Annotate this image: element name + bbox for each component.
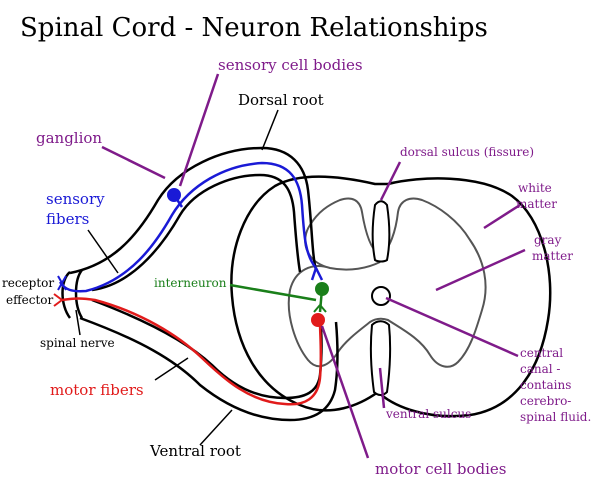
label-motor-fibers: motor fibers [50,381,144,399]
interneuron-axon [318,288,324,313]
leader-white-matter [483,203,521,230]
dorsal-sulcus [371,200,391,263]
motor-fiber [61,297,323,406]
label-dorsal-sulcus: dorsal sulcus (fissure) [400,145,534,159]
leader-ventral-sulcus [378,367,386,409]
label-sensory-fibers-line1: sensory [46,190,105,208]
dorsal-root [69,146,318,292]
label-dorsal-root: Dorsal root [238,91,324,109]
leader-ventral-root [199,409,233,446]
diagram-title: Spinal Cord - Neuron Relationships [20,13,488,43]
leader-dorsal-sulcus [379,161,402,201]
leader-sensory-fibers [87,229,119,274]
sensory-cell-stalk [172,194,184,208]
label-white-matter-line1: white [518,181,552,195]
label-sensory-fibers-line2: fibers [46,210,89,228]
label-effector: effector [6,293,53,307]
sensory-fiber-tip [310,267,324,281]
label-central-canal-line4: cerebro- [520,394,571,408]
central-canal [371,286,391,306]
motor-effector-end [53,293,64,307]
label-spinal-nerve: spinal nerve [40,336,115,350]
label-central-canal-line1: central [520,346,563,360]
label-gray-matter-line1: gray [534,233,562,247]
leader-motor-cell-bodies [320,325,370,459]
spinal-nerve [61,269,84,319]
ventral-root [79,298,339,422]
interneuron-synapse [313,304,327,313]
label-ventral-sulcus: ventral sulcus [385,407,471,421]
label-ganglion: ganglion [36,129,102,147]
label-central-canal-line3: contains [520,378,571,392]
leader-interneuron [229,283,317,302]
leader-sensory-cell-bodies [178,73,220,187]
label-ventral-root: Ventral root [149,442,241,460]
label-sensory-cell-bodies: sensory cell bodies [218,56,363,74]
label-white-matter-line2: matter [516,197,557,211]
label-motor-cell-bodies: motor cell bodies [375,460,507,478]
label-receptor: receptor [2,276,54,290]
leader-spinal-nerve [75,309,81,336]
label-central-canal-line5: spinal fluid. [520,410,591,424]
leader-ganglion [101,145,166,180]
sensory-fiber [58,161,317,293]
label-gray-matter-line2: matter [532,249,573,263]
leader-dorsal-root [261,109,279,151]
motor-cell-body [311,313,325,327]
label-interneuron: interneuron [154,276,227,290]
ventral-sulcus [369,320,392,396]
leader-motor-fibers [154,357,189,381]
sensory-receptor-end [57,275,67,291]
label-central-canal-line2: canal - [520,362,560,376]
leader-gray-matter [435,248,526,292]
leader-central-canal [385,296,519,358]
